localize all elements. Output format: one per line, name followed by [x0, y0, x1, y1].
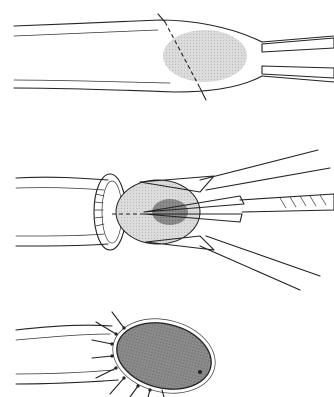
tube-inner-lower: [14, 80, 170, 83]
tube-inner-lower: [16, 234, 104, 236]
tube-lower-edge: [16, 380, 118, 384]
shaded-region: [163, 30, 247, 82]
patch-dot: [198, 370, 202, 374]
tube-inner-line: [14, 30, 158, 36]
panel-3: [16, 308, 223, 397]
scissors-shaft: [240, 194, 334, 212]
instrument-upper: [200, 150, 330, 190]
panel-1: [14, 14, 334, 100]
clamp-jaw-lower: [262, 66, 334, 78]
panel-2: [16, 150, 334, 290]
tube-inner-lower: [16, 370, 114, 374]
cut-line-bottom: [200, 88, 206, 100]
tube-inner-line: [16, 334, 110, 340]
cut-line-top: [158, 14, 165, 22]
tube-inner-line: [16, 188, 104, 190]
sutured-patch: [110, 313, 219, 397]
dark-incision-area: [152, 199, 188, 225]
tube-lower-edge: [16, 244, 108, 246]
tube-upper-edge: [16, 177, 108, 180]
instrument-lower: [200, 236, 320, 290]
tube-upper-edge: [16, 325, 112, 330]
clamp-jaw-upper: [262, 38, 334, 52]
